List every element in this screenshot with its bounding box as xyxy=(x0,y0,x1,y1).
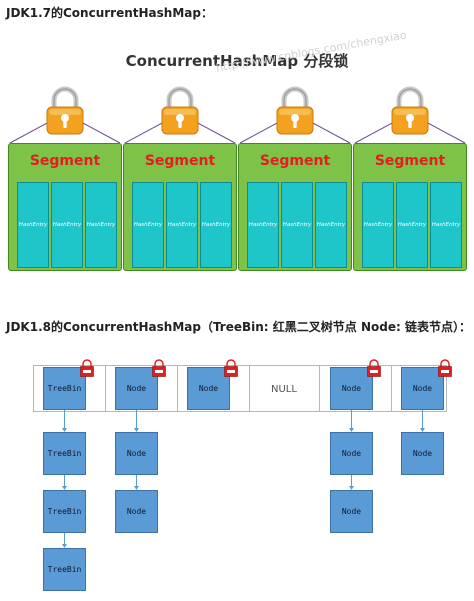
hash-entry-label: HashEntry xyxy=(363,222,393,228)
hash-entry: HashEntry xyxy=(315,182,347,268)
hash-entry: HashEntry xyxy=(200,182,232,268)
lock-links xyxy=(9,121,466,144)
bucket-slot xyxy=(250,366,320,411)
segment-label: Segment xyxy=(259,153,331,169)
segment-label: Segment xyxy=(144,153,216,169)
lock-link-line xyxy=(239,121,280,144)
lock-icon xyxy=(273,85,317,139)
list-node: Node xyxy=(330,367,373,410)
bucket-slot xyxy=(106,366,178,411)
hash-entry: HashEntry xyxy=(132,182,164,268)
segment-label: Segment xyxy=(29,153,101,169)
lock-link-line xyxy=(310,121,351,144)
null-bucket-label: NULL xyxy=(271,384,297,395)
chain-arrow-head xyxy=(62,544,67,548)
lock-icon xyxy=(79,359,95,381)
lock-icon xyxy=(388,85,432,139)
hash-entry: HashEntry xyxy=(51,182,83,268)
hash-entry-label: HashEntry xyxy=(18,222,48,228)
chain-arrow-head xyxy=(349,486,354,490)
lock-link-line xyxy=(195,121,236,144)
hash-entry-label: HashEntry xyxy=(133,222,163,228)
list-node: Node xyxy=(187,367,230,410)
hash-entry-label: HashEntry xyxy=(167,222,197,228)
hash-entry-label: HashEntry xyxy=(316,222,346,228)
list-node: Node xyxy=(330,432,373,475)
hash-entry-label: HashEntry xyxy=(431,222,461,228)
chain-arrow-head xyxy=(420,428,425,432)
hash-entry-label: HashEntry xyxy=(282,222,312,228)
lock-link-line xyxy=(354,121,395,144)
jdk17-heading: JDK1.7的ConcurrentHashMap： xyxy=(6,6,213,20)
lock-link-line xyxy=(425,121,466,144)
treebin-node: TreeBin xyxy=(43,432,86,475)
treebin-node: TreeBin xyxy=(43,490,86,533)
hash-entry: HashEntry xyxy=(247,182,279,268)
chain-arrow-head xyxy=(134,428,139,432)
lock-icon xyxy=(366,359,382,381)
chain-arrow-head xyxy=(349,428,354,432)
lock-icon xyxy=(158,85,202,139)
chain-arrow-head xyxy=(62,486,67,490)
list-node: Node xyxy=(115,367,158,410)
bucket-slot xyxy=(320,366,392,411)
lock-icon xyxy=(223,359,239,381)
hash-entry: HashEntry xyxy=(396,182,428,268)
bucket-slot xyxy=(178,366,250,411)
diagram-title: ConcurrentHashMap 分段锁 xyxy=(125,52,349,70)
list-node: Node xyxy=(401,367,444,410)
hash-entry-label: HashEntry xyxy=(201,222,231,228)
list-node: Node xyxy=(115,490,158,533)
treebin-node: TreeBin xyxy=(43,367,86,410)
hash-entry: HashEntry xyxy=(85,182,117,268)
hash-entry: HashEntry xyxy=(362,182,394,268)
hash-entry-label: HashEntry xyxy=(248,222,278,228)
hash-entry-label: HashEntry xyxy=(52,222,82,228)
lock-icon xyxy=(43,85,87,139)
chain-arrow-head xyxy=(134,486,139,490)
lock-link-line xyxy=(124,121,165,144)
hash-entry: HashEntry xyxy=(281,182,313,268)
hash-entry: HashEntry xyxy=(430,182,462,268)
list-node: Node xyxy=(330,490,373,533)
hash-entry-label: HashEntry xyxy=(86,222,116,228)
lock-link-line xyxy=(80,121,121,144)
lock-icon xyxy=(151,359,167,381)
hash-entry: HashEntry xyxy=(166,182,198,268)
hash-entry: HashEntry xyxy=(17,182,49,268)
segment-lock-diagram: ConcurrentHashMap 分段锁 http://www.cnblogs… xyxy=(0,0,474,300)
hash-entry-label: HashEntry xyxy=(397,222,427,228)
list-node: Node xyxy=(115,432,158,475)
chain-arrows xyxy=(62,410,425,548)
jdk18-heading: JDK1.8的ConcurrentHashMap（TreeBin: 红黑二叉树节… xyxy=(6,320,471,334)
segment-label: Segment xyxy=(374,153,446,169)
treebin-node: TreeBin xyxy=(43,548,86,591)
lock-icon xyxy=(437,359,453,381)
bucket-slot xyxy=(34,366,106,411)
list-node: Node xyxy=(401,432,444,475)
chain-arrow-head xyxy=(62,428,67,432)
lock-link-line xyxy=(9,121,50,144)
